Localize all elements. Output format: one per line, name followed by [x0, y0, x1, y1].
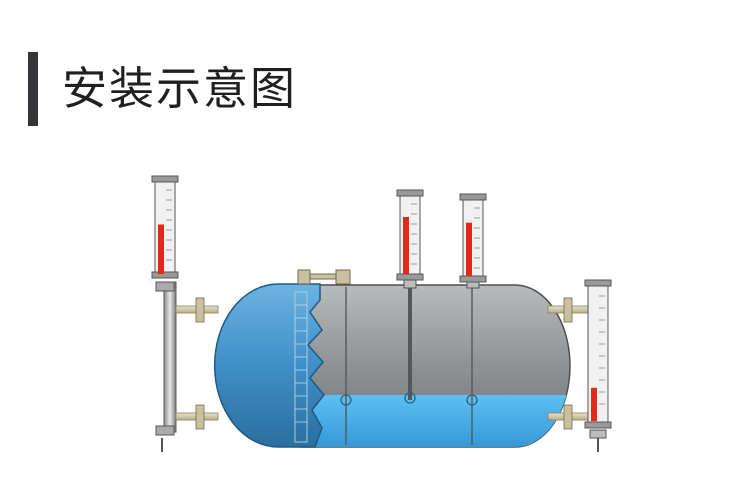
left-pipes: [175, 297, 219, 430]
vessel-liquid: [300, 395, 570, 447]
vessel-left-end: [213, 283, 325, 448]
gauge-indicator-side-right: [591, 387, 597, 422]
gauge-indicator-left: [158, 224, 164, 274]
top-gauge-right: [459, 193, 487, 289]
side-gauge-right: [584, 279, 612, 452]
gauge-indicator-middle: [403, 217, 409, 274]
vessel-body: [299, 284, 571, 448]
gauge-indicator-right: [466, 222, 472, 276]
page-title: 安装示意图: [62, 62, 298, 115]
title-accent-bar: [28, 52, 38, 126]
top-nozzle-bracket: [297, 269, 351, 285]
side-gauge-left: [151, 175, 179, 452]
top-gauge-middle: [396, 189, 424, 289]
